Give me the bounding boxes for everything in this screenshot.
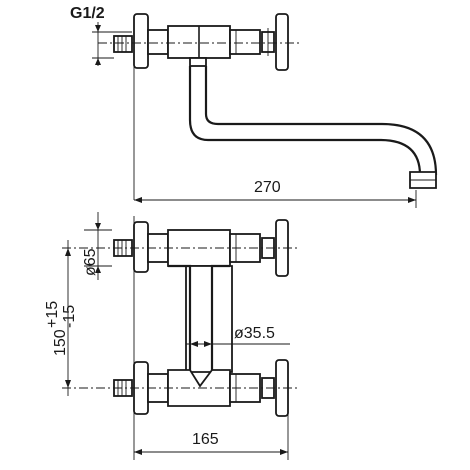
tolerance-plus-label: +15 — [44, 301, 61, 328]
mixer-body-side — [147, 25, 261, 59]
spout — [188, 57, 438, 189]
escutcheon-plate — [133, 13, 149, 69]
front-view: ø65 150 +15 -15 ø35.5 165 — [44, 212, 300, 460]
body-diameter-label: ø65 — [82, 248, 99, 276]
projection-label: 270 — [254, 179, 281, 196]
upper-mixer — [113, 219, 289, 277]
centre-distance-label: 150 — [52, 329, 69, 356]
width-label: 165 — [192, 431, 219, 448]
g12-connector — [113, 35, 133, 53]
thread-label: G1/2 — [70, 5, 105, 22]
tolerance-minus-label: -15 — [61, 305, 78, 328]
pipe-diameter-label: ø35.5 — [234, 325, 275, 342]
cross-handle-side — [261, 13, 289, 71]
side-view: G1/2 270 — [70, 5, 438, 208]
